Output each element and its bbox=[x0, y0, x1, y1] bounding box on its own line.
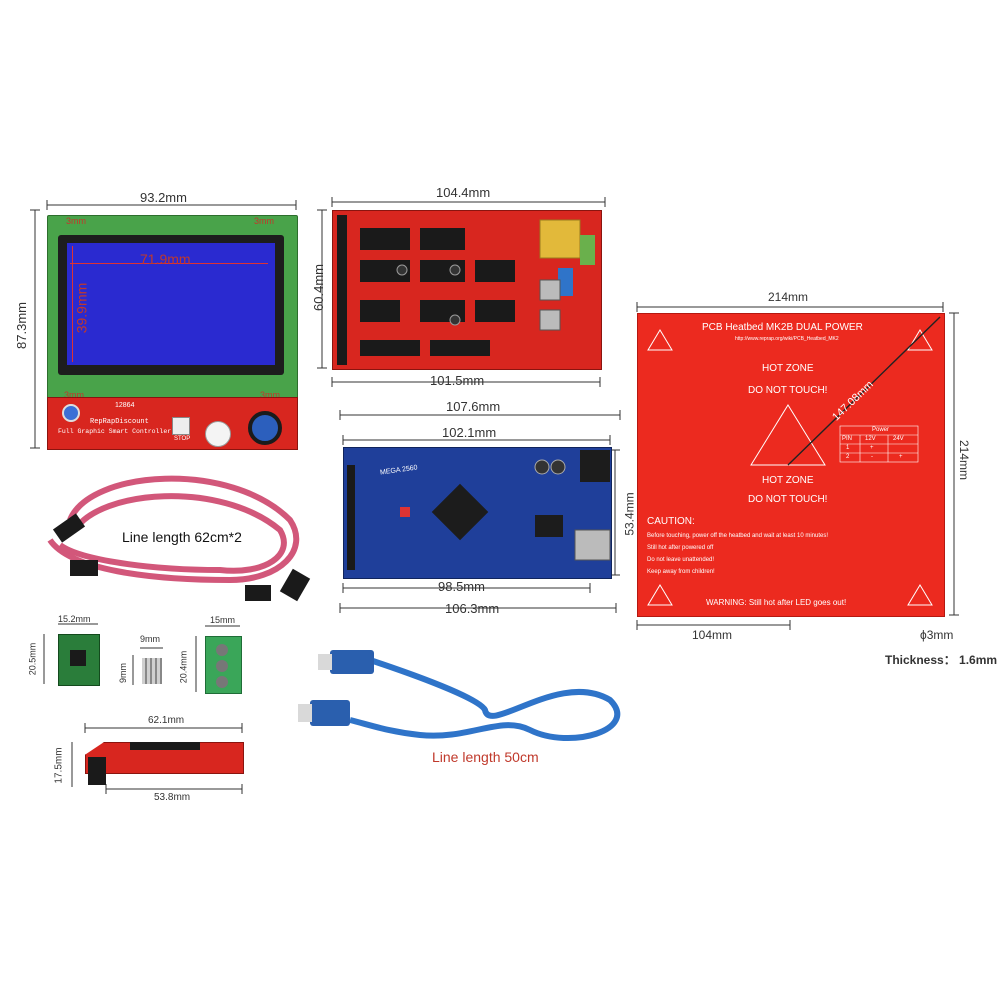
ribbon-cable-label: Line length 62cm*2 bbox=[122, 529, 242, 545]
mega-width-outer-top-label: 107.6mm bbox=[446, 399, 501, 414]
usb-cable-drawing bbox=[298, 650, 621, 741]
lcd-rotary-encoder bbox=[248, 411, 282, 445]
lcd-screen-height-label: 39.9mm bbox=[73, 282, 90, 334]
usb-cable-label: Line length 50cm bbox=[432, 749, 539, 765]
lcd-height-label: 87.3mm bbox=[13, 302, 29, 349]
lcd-contrast-potentiometer bbox=[62, 404, 80, 422]
ramps-width-bottom-label: 101.5mm bbox=[430, 373, 485, 388]
lcd-buzzer bbox=[205, 421, 231, 447]
lcd-model-label: 12864 bbox=[115, 402, 135, 409]
terminal-height-label: 20.4mm bbox=[178, 650, 189, 684]
heatbed-caution-line-1: Before touching, power off the heatbed a… bbox=[647, 533, 829, 539]
heatbed-dimension-lines bbox=[636, 302, 959, 630]
ramps-components bbox=[337, 215, 595, 365]
ribbon-cable-drawing bbox=[47, 475, 311, 602]
ramps-board: 104.4mm 101.5mm 60.4mm bbox=[300, 180, 620, 400]
lcd-hole-tl-label: 3mm bbox=[66, 216, 86, 226]
power-table-row1-pin: 1 bbox=[846, 445, 850, 451]
lcd-controller: 93.2mm 87.3mm 71.9mm 39.9mm 3mm 3mm 3mm … bbox=[0, 0, 320, 460]
lcd-screen-width-label: 71.9mm bbox=[140, 251, 191, 267]
terminal-screw-2 bbox=[216, 660, 228, 672]
heatsink-body bbox=[142, 658, 162, 684]
usb-cable: Line length 50cm bbox=[298, 640, 640, 780]
mega-dimension-lines bbox=[339, 410, 621, 613]
adapter-height-label: 17.5mm bbox=[53, 747, 65, 784]
heatbed-caution-line-4: Keep away from children! bbox=[647, 569, 715, 575]
terminal-screw-1 bbox=[216, 644, 228, 656]
terminal-dimension-lines bbox=[195, 625, 240, 692]
heatbed: 214mm 214mm 104mm ϕ3mm Thickness： 1.6mm … bbox=[620, 285, 1000, 675]
heatbed-caution-line-2: Still hot after powered off bbox=[647, 545, 714, 551]
adapter-header-top bbox=[130, 742, 200, 750]
driver-chip bbox=[70, 650, 86, 666]
heatbed-caution-line-3: Do not leave unattended! bbox=[647, 557, 715, 563]
power-table-row2-12v: - bbox=[871, 454, 873, 460]
power-table-row2-24v: + bbox=[899, 454, 903, 460]
lcd-adapter-board: 62.1mm 53.8mm 17.5mm bbox=[50, 712, 260, 812]
heatbed-markings bbox=[647, 316, 941, 606]
heatbed-url: http://www.reprap.org/wiki/PCB_Heatbed_M… bbox=[735, 336, 839, 342]
mega-width-inner-top-label: 102.1mm bbox=[442, 425, 497, 440]
heatsink-dimension-lines bbox=[132, 647, 163, 685]
heatbed-width-bottom-label: 104mm bbox=[692, 628, 733, 642]
lcd-screen-height-line bbox=[72, 246, 73, 362]
heatsink: 9mm 9mm bbox=[115, 630, 175, 700]
screw-terminal: 15mm 20.4mm bbox=[170, 612, 250, 702]
adapter-dimension-lines bbox=[71, 723, 243, 794]
lcd-hole-bl-label: 3mm bbox=[64, 390, 84, 400]
heatbed-thickness-label: Thickness： 1.6mm bbox=[885, 653, 998, 667]
adapter-width-bottom-label: 53.8mm bbox=[154, 792, 191, 803]
lcd-width-label: 93.2mm bbox=[140, 190, 187, 205]
heatbed-do-not-touch-2: DO NOT TOUCH! bbox=[748, 494, 828, 505]
heatbed-do-not-touch-1: DO NOT TOUCH! bbox=[748, 385, 828, 396]
heatbed-hot-zone-1: HOT ZONE bbox=[762, 363, 814, 374]
power-table-header: Power bbox=[872, 427, 890, 433]
driver-height-label: 20.5mm bbox=[27, 642, 38, 676]
ribbon-cable: Line length 62cm*2 bbox=[30, 460, 330, 620]
driver-dimension-lines bbox=[43, 623, 98, 684]
power-table-row1-12v: + bbox=[870, 445, 874, 451]
heatbed-warning: WARNING: Still hot after LED goes out! bbox=[706, 598, 847, 607]
lcd-stop-label: STOP bbox=[174, 436, 191, 442]
adapter-width-top-label: 62.1mm bbox=[148, 715, 185, 726]
power-table-col-pin: PIN bbox=[842, 436, 853, 442]
heatbed-hot-zone-2: HOT ZONE bbox=[762, 475, 814, 486]
ramps-width-top-label: 104.4mm bbox=[436, 185, 491, 200]
power-table-row2-pin: 2 bbox=[846, 454, 850, 460]
mega-width-outer-bottom-label: 106.3mm bbox=[445, 601, 500, 616]
heatsink-height-label: 9mm bbox=[118, 663, 128, 683]
mega-components bbox=[347, 450, 611, 570]
driver-width-label: 15.2mm bbox=[58, 614, 91, 624]
lcd-dimension-lines bbox=[30, 200, 297, 449]
mega-2560-board: 107.6mm 102.1mm 98.5mm 106.3mm 53.4mm ME… bbox=[310, 395, 640, 625]
stepper-driver: 15.2mm 20.5mm bbox=[20, 612, 110, 702]
lcd-hole-br-label: 3mm bbox=[260, 390, 280, 400]
heatbed-hole-label: ϕ3mm bbox=[920, 628, 954, 642]
heatbed-caution-heading: CAUTION: bbox=[647, 516, 695, 527]
lcd-brand-label: RepRapDiscount bbox=[90, 418, 149, 426]
heatsink-width-label: 9mm bbox=[140, 634, 160, 644]
terminal-screw-3 bbox=[216, 676, 228, 688]
heatbed-width-top-label: 214mm bbox=[768, 290, 809, 304]
lcd-screen-width-line bbox=[70, 263, 268, 264]
adapter-header-left bbox=[88, 757, 106, 785]
heatbed-title: PCB Heatbed MK2B DUAL POWER bbox=[702, 322, 863, 333]
lcd-stop-button bbox=[172, 417, 190, 435]
power-table-col-12v: 12V bbox=[865, 436, 876, 442]
lcd-subtitle-label: Full Graphic Smart Controller bbox=[58, 428, 172, 435]
lcd-hole-tr-label: 3mm bbox=[254, 216, 274, 226]
ramps-dimension-lines bbox=[317, 197, 606, 387]
mega-width-inner-bottom-label: 98.5mm bbox=[438, 579, 485, 594]
power-table-col-24v: 24V bbox=[893, 436, 904, 442]
terminal-width-label: 15mm bbox=[210, 615, 236, 625]
